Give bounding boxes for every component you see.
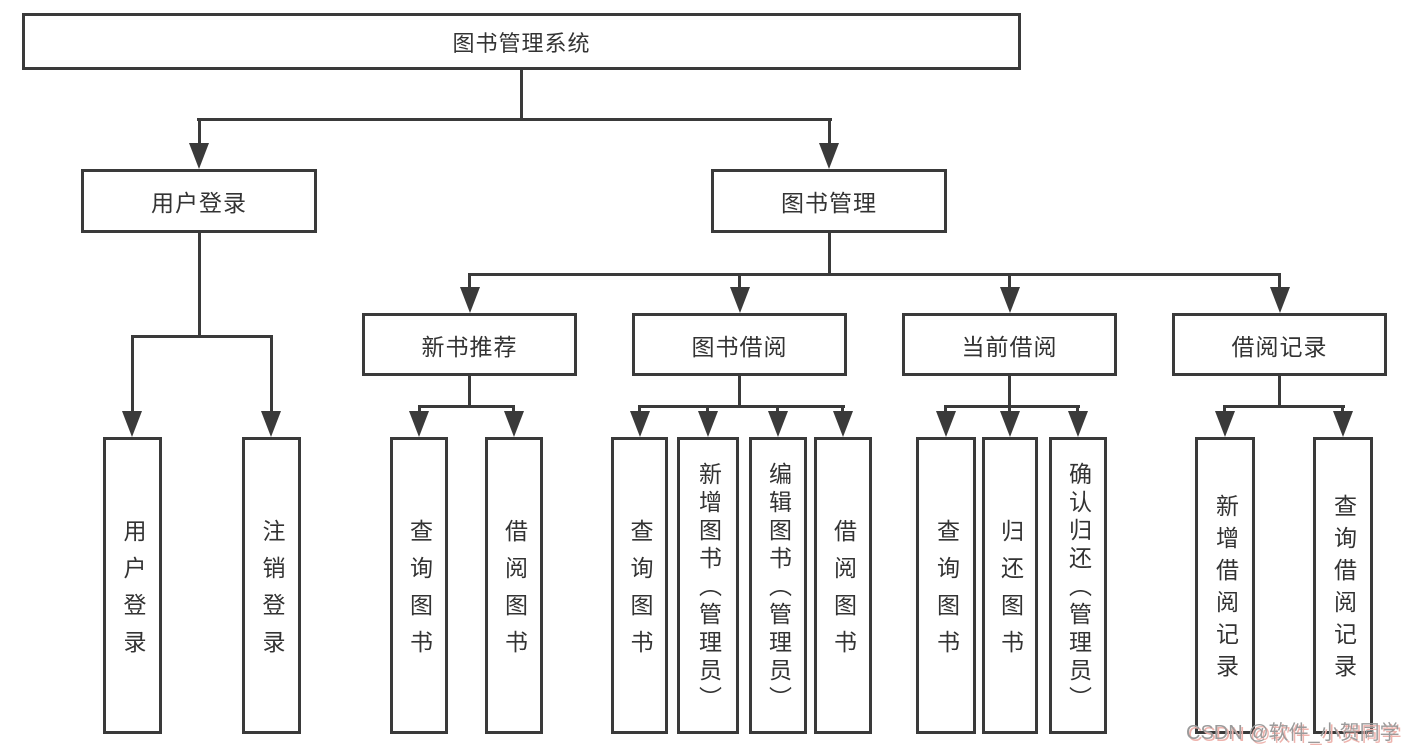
node-label: 借阅图书 [830, 518, 857, 667]
watermark: CSDN @软件_小贺同学 [1186, 722, 1400, 744]
connector-line [197, 118, 832, 121]
arrow-down-icon [189, 143, 209, 169]
node-label: 查询借阅记录 [1330, 494, 1357, 686]
node-label: 借阅记录 [1231, 333, 1328, 360]
connector-line [638, 405, 845, 408]
connector-line [418, 405, 515, 408]
node-leaf-add-borrow-record: 新增借阅记录 [1195, 437, 1255, 734]
node-book-management: 图书管理 [711, 169, 947, 233]
connector-line [198, 118, 201, 146]
node-label: 确认归还（管理员） [1065, 462, 1092, 714]
connector-line [468, 273, 471, 293]
connector-line [1223, 405, 1345, 408]
node-leaf-return-books: 归还图书 [982, 437, 1038, 734]
node-label: 用户登录 [151, 190, 247, 216]
arrow-down-icon [630, 411, 650, 437]
node-leaf-query-borrow-record: 查询借阅记录 [1313, 437, 1373, 734]
node-label: 图书管理 [781, 190, 877, 216]
node-label: 图书管理系统 [452, 30, 591, 56]
node-leaf-query-books-recommend: 查询图书 [390, 437, 448, 734]
connector-line [738, 376, 741, 407]
arrow-down-icon [122, 411, 142, 437]
node-leaf-confirm-return-admin: 确认归还（管理员） [1049, 437, 1107, 734]
connector-line [131, 335, 134, 420]
node-label: 查询图书 [933, 518, 960, 667]
arrow-down-icon [1000, 411, 1020, 437]
node-leaf-user-login: 用户登录 [103, 437, 162, 734]
arrow-down-icon [1000, 287, 1020, 313]
node-leaf-borrow-books: 借阅图书 [814, 437, 872, 734]
connector-line [270, 335, 273, 420]
node-book-borrowing: 图书借阅 [632, 313, 847, 376]
node-label: 查询图书 [406, 518, 433, 667]
connector-line [944, 405, 1080, 408]
connector-line [1278, 376, 1281, 407]
connector-line [468, 376, 471, 407]
node-root-system: 图书管理系统 [22, 13, 1021, 70]
node-leaf-logout-login: 注销登录 [242, 437, 301, 734]
connector-line [468, 273, 1281, 276]
node-label: 新书推荐 [421, 333, 518, 360]
node-current-borrowing: 当前借阅 [902, 313, 1117, 376]
node-label: 注销登录 [259, 518, 285, 667]
connector-line [1008, 376, 1011, 407]
node-borrowing-records: 借阅记录 [1172, 313, 1387, 376]
node-user-login: 用户登录 [81, 169, 317, 233]
node-label: 图书借阅 [691, 333, 788, 360]
node-label: 新增图书（管理员） [695, 462, 722, 714]
node-leaf-add-books-admin: 新增图书（管理员） [677, 437, 739, 734]
node-label: 借阅图书 [501, 518, 528, 667]
node-leaf-borrow-books-recommend: 借阅图书 [485, 437, 543, 734]
arrow-down-icon [504, 411, 524, 437]
arrow-down-icon [261, 411, 281, 437]
connector-line [1008, 273, 1011, 293]
arrow-down-icon [1270, 287, 1290, 313]
node-label: 编辑图书（管理员） [765, 462, 792, 714]
arrow-down-icon [730, 287, 750, 313]
arrow-down-icon [1333, 411, 1353, 437]
node-label: 用户登录 [120, 518, 146, 667]
node-label: 归还图书 [997, 518, 1024, 667]
node-leaf-query-books-current: 查询图书 [916, 437, 976, 734]
node-new-book-recommend: 新书推荐 [362, 313, 577, 376]
node-leaf-edit-books-admin: 编辑图书（管理员） [749, 437, 807, 734]
node-leaf-query-books-borrow: 查询图书 [611, 437, 668, 734]
connector-line [828, 233, 831, 275]
node-label: 新增借阅记录 [1212, 494, 1239, 686]
connector-line [828, 118, 831, 146]
arrow-down-icon [1068, 411, 1088, 437]
node-label: 查询图书 [627, 518, 653, 667]
arrow-down-icon [819, 143, 839, 169]
connector-line [131, 335, 272, 338]
connector-line [520, 70, 523, 120]
arrow-down-icon [460, 287, 480, 313]
arrow-down-icon [936, 411, 956, 437]
connector-line [198, 233, 201, 338]
node-label: 当前借阅 [961, 333, 1058, 360]
arrow-down-icon [768, 411, 788, 437]
connector-line [1278, 273, 1281, 293]
arrow-down-icon [409, 411, 429, 437]
arrow-down-icon [1215, 411, 1235, 437]
arrow-down-icon [698, 411, 718, 437]
arrow-down-icon [833, 411, 853, 437]
connector-line [738, 273, 741, 293]
